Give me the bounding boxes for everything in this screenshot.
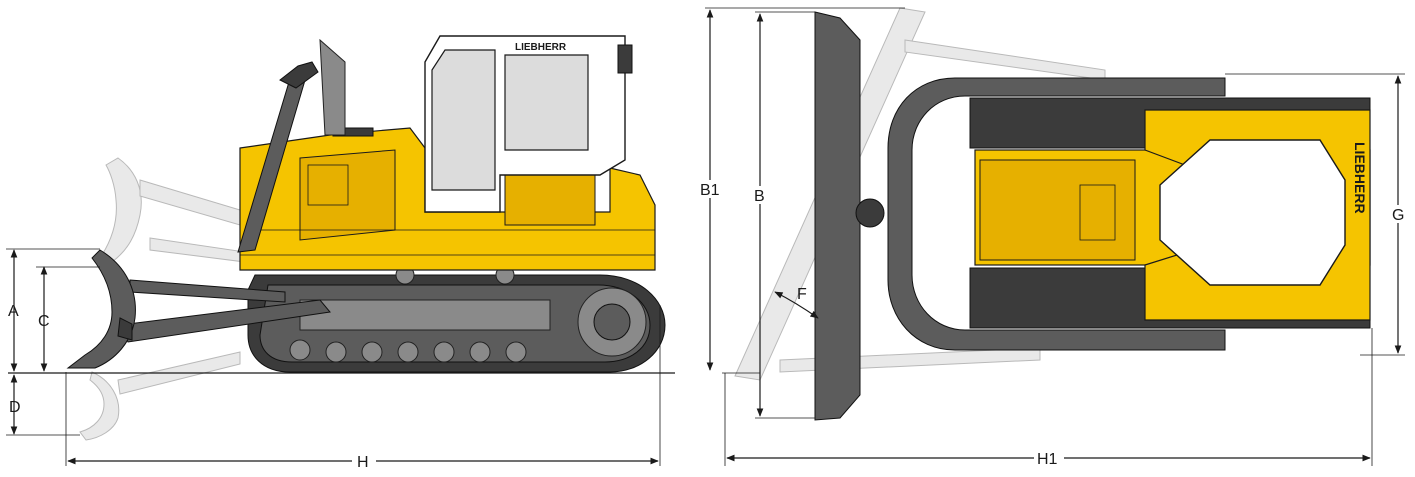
side-cab: LIEBHERR [424, 35, 633, 213]
side-engine-grille [307, 164, 349, 206]
dim-b1-label: B1 [700, 182, 720, 199]
side-view: LIEBHERR A C D H [6, 35, 675, 471]
dim-f-label: F [797, 286, 807, 303]
side-ghost-blade-raised [99, 157, 246, 263]
side-blade [66, 249, 136, 369]
dim-c-label: C [38, 313, 50, 330]
dim-b-label: B [754, 188, 765, 205]
side-lift-arm [237, 61, 319, 253]
dim-d-label: D [9, 399, 21, 416]
top-c-frame [887, 77, 1226, 351]
side-track [247, 265, 666, 373]
top-blade [814, 11, 861, 421]
dim-a-label: A [8, 303, 19, 320]
side-cab-logo: LIEBHERR [515, 42, 567, 53]
side-exhaust [319, 38, 346, 136]
side-body [239, 127, 656, 271]
dim-h-label: H [357, 454, 369, 471]
dim-g-label: G [1392, 207, 1404, 224]
top-view: LIEBHERR B1 B F G H1 [700, 7, 1408, 468]
top-hood-logo: LIEBHERR [1352, 142, 1368, 214]
side-ghost-blade-lowered [79, 351, 241, 441]
top-body: LIEBHERR [974, 109, 1371, 321]
dim-f-arc [774, 291, 819, 319]
top-cab-roof [979, 159, 1136, 261]
dim-h1-label: H1 [1037, 451, 1058, 468]
